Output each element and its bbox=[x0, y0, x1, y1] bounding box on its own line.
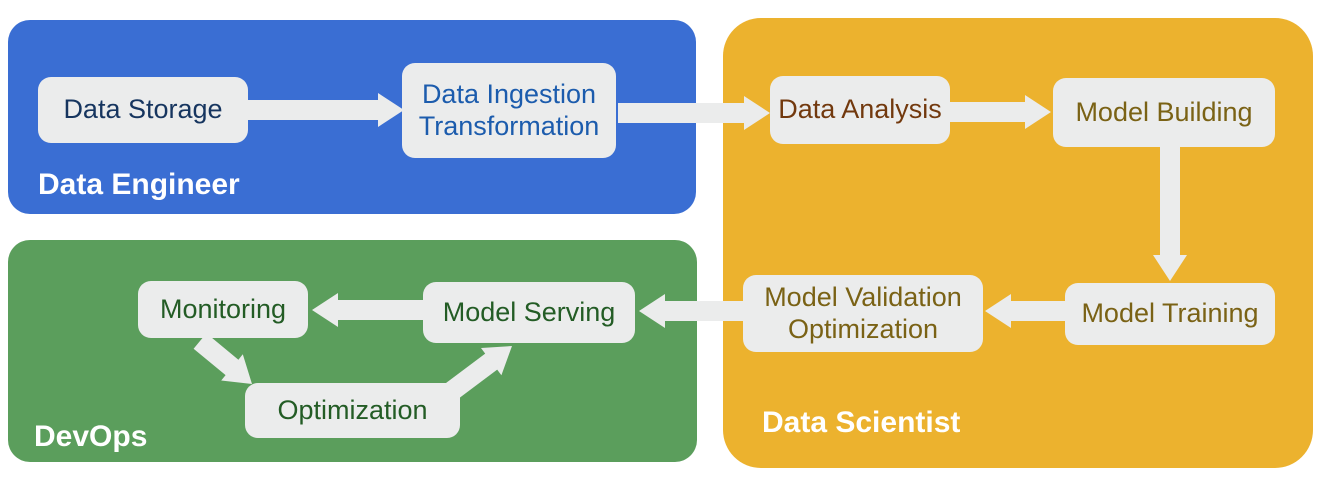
arrow-monitoring-to-optimization bbox=[193, 333, 252, 384]
node-data-storage-label: Data Storage bbox=[63, 94, 223, 125]
node-model-building: Model Building bbox=[1053, 78, 1275, 147]
node-monitoring: Monitoring bbox=[138, 281, 308, 338]
arrow-model-serving-to-monitoring bbox=[312, 293, 423, 327]
arrow-model-validation-to-model-serving bbox=[639, 294, 743, 328]
arrow-data-storage-to-data-ingestion bbox=[248, 93, 404, 127]
node-data-ingestion-line2: Transformation bbox=[418, 110, 600, 141]
region-label-data-engineer: Data Engineer bbox=[38, 168, 240, 201]
node-optimization-label: Optimization bbox=[277, 394, 428, 425]
arrow-data-analysis-to-model-building bbox=[948, 95, 1051, 129]
node-model-validation-optimization: Model Validation Optimization bbox=[743, 275, 983, 352]
node-model-training: Model Training bbox=[1065, 283, 1275, 345]
arrow-data-ingestion-to-data-analysis bbox=[618, 96, 770, 130]
node-model-training-label: Model Training bbox=[1081, 298, 1259, 329]
node-data-analysis: Data Analysis bbox=[770, 76, 950, 144]
node-model-validation-line2: Optimization bbox=[787, 313, 939, 344]
node-optimization: Optimization bbox=[245, 383, 460, 438]
node-data-ingestion-line1: Data Ingestion bbox=[421, 79, 597, 110]
node-monitoring-label: Monitoring bbox=[159, 293, 287, 324]
node-model-serving: Model Serving bbox=[423, 282, 635, 343]
region-label-devops: DevOps bbox=[34, 420, 148, 453]
node-model-validation-line1: Model Validation bbox=[764, 282, 962, 313]
arrow-optimization-to-model-serving bbox=[446, 346, 512, 399]
region-label-data-scientist: Data Scientist bbox=[762, 406, 961, 439]
node-model-serving-label: Model Serving bbox=[442, 296, 616, 327]
arrow-model-training-to-model-validation bbox=[985, 294, 1065, 328]
node-data-analysis-label: Data Analysis bbox=[778, 94, 942, 125]
node-data-storage: Data Storage bbox=[38, 77, 248, 143]
node-model-building-label: Model Building bbox=[1075, 96, 1253, 127]
node-data-ingestion-transformation: Data Ingestion Transformation bbox=[402, 63, 616, 158]
arrow-model-building-to-model-training bbox=[1153, 147, 1187, 281]
